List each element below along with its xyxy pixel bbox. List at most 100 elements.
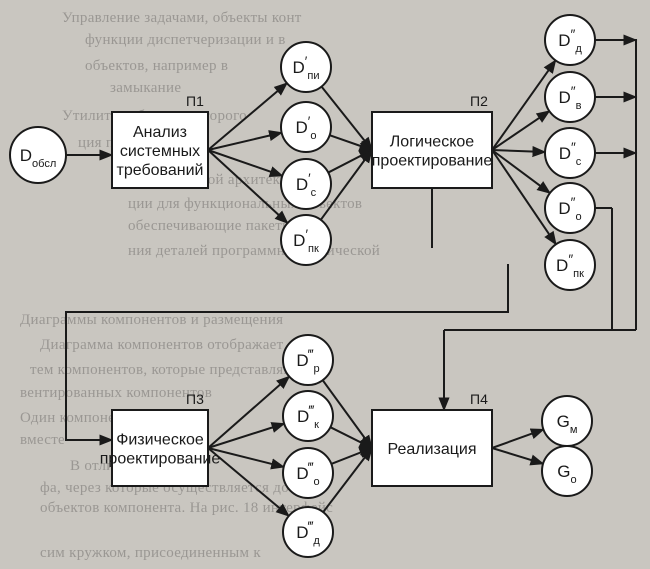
node-label: D″с [559, 140, 582, 169]
process-box-shape [371, 409, 493, 487]
node-label: D‴к [297, 403, 319, 432]
node-label: Gм [557, 412, 578, 436]
p1-output-node: D′с [280, 158, 332, 210]
background-text-line: объектов, например в [85, 58, 229, 74]
p2-output-node: D″пк [544, 239, 596, 291]
process-label-line: Анализ [133, 124, 187, 141]
flow-arrow [207, 149, 284, 177]
node-label: D‴о [296, 460, 319, 489]
background-text-line: замыкание [110, 80, 182, 96]
flow-arrow [322, 446, 373, 513]
node-label: D′пи [293, 54, 320, 83]
node-label: D‴д [296, 519, 320, 548]
p2-output-node: D″о [544, 182, 596, 234]
process-label-line: требований [117, 162, 204, 179]
flow-arrow [491, 447, 545, 466]
process-label-line: Физическое [116, 432, 204, 449]
node-circle-shape [282, 334, 334, 386]
p3-output-node: D‴к [282, 390, 334, 442]
flow-arrow [491, 428, 545, 449]
node-label: D″д [558, 27, 582, 56]
p3-output-node: D‴о [282, 447, 334, 499]
p1-output-node: D′пи [280, 41, 332, 93]
p1-output-node: D′пк [280, 214, 332, 266]
p2-output-node: D″с [544, 127, 596, 179]
flow-arrow [491, 149, 557, 246]
node-label: D‴р [296, 347, 319, 376]
node-circle-shape [282, 390, 334, 442]
process-label-line: системных [120, 143, 200, 160]
node-label: D″о [558, 195, 581, 224]
node-circle-shape [544, 14, 596, 66]
node-circle-shape [544, 71, 596, 123]
node-circle-shape [282, 506, 334, 558]
node-circle-shape [544, 239, 596, 291]
node-circle-shape [541, 445, 593, 497]
flow-arrow [321, 379, 373, 450]
background-text-line: Один компонент [20, 410, 131, 426]
background-text-line: объектов компонента. На рис. 18 интерфей… [40, 500, 334, 516]
p1-output-node: D′о [280, 101, 332, 153]
background-text-line: функции диспетчеризации и в [85, 32, 286, 48]
process-tag: П2 [470, 93, 488, 109]
flow-arrow [207, 82, 288, 151]
flow-arrow [320, 85, 373, 152]
node-circle-shape [9, 126, 67, 184]
process-tag: П1 [186, 93, 204, 109]
background-text-line: вентированных компонентов [20, 385, 213, 401]
node-circle-shape [280, 41, 332, 93]
node-label: D″пк [556, 252, 584, 281]
process-label-line: проектирование [100, 451, 221, 468]
flow-arrow [207, 149, 289, 225]
node-circle-shape [544, 182, 596, 234]
node-label: Dобсл [20, 146, 57, 170]
background-text-line: сим кружком, присоединенным к [40, 545, 261, 561]
process-label-line: проектирование [372, 153, 493, 170]
p3-output-node: D‴р [282, 334, 334, 386]
background-text-line: Диаграммы компонентов и размещения [20, 312, 284, 328]
flow-arrow [329, 426, 374, 449]
flow-arrow [491, 149, 552, 194]
background-text-line: Диаграмма компонентов отображает [40, 337, 284, 353]
background-text-line: фа, через которые осуществляется доступ [40, 480, 320, 496]
process-box-shape [371, 111, 493, 189]
process-label-line: Логическое [390, 134, 474, 151]
flow-arrow [491, 110, 551, 151]
node-circle-shape [544, 127, 596, 179]
flow-arrow [319, 148, 373, 221]
flow-arrow [207, 375, 291, 449]
flow-arrow [329, 134, 374, 152]
background-text-line: обеспечивающие пакеты [128, 218, 293, 234]
flow-arrow [207, 447, 286, 470]
process-box-shape [111, 111, 209, 189]
flow-arrow [491, 59, 557, 151]
node-circle-shape [280, 158, 332, 210]
node-circle-shape [282, 447, 334, 499]
process-label-line: Реализация [387, 441, 476, 458]
p2-output-node: D″д [544, 14, 596, 66]
node-label: D′о [296, 114, 317, 143]
process-tag: П3 [186, 391, 204, 407]
flow-arrow [207, 130, 284, 151]
p2-output-node: D″в [544, 71, 596, 123]
node-label: Gо [557, 462, 576, 486]
process-tag: П4 [470, 391, 488, 407]
flow-arrow [207, 447, 290, 517]
node-label: D″в [559, 84, 582, 113]
p3-output-node: D‴д [282, 506, 334, 558]
background-text-line: Управление задачами, объекты конт [62, 10, 302, 26]
flow-arrow [65, 264, 509, 446]
background-text-line: тем компонентов, которые представляются [30, 362, 316, 378]
source-node-d-obsl: Dобсл [9, 126, 67, 184]
flow-arrow [207, 422, 286, 449]
node-label: D′пк [293, 227, 319, 256]
node-circle-shape [280, 214, 332, 266]
background-text-line: вместе [20, 432, 66, 448]
node-circle-shape [280, 101, 332, 153]
process-box-shape [111, 409, 209, 487]
